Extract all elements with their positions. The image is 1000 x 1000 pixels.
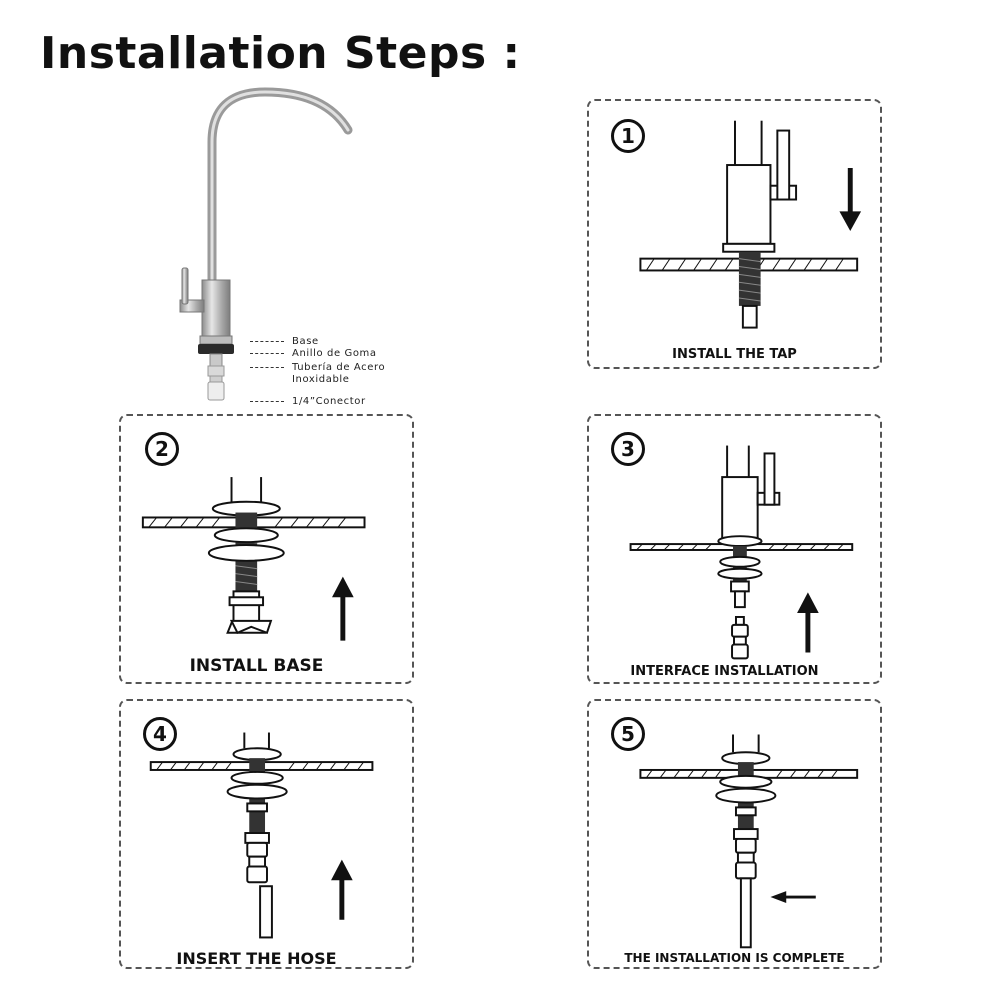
part-label-rubber-ring: Anillo de Goma bbox=[250, 348, 377, 359]
step-2-panel: 2 INSTALL BASE bbox=[119, 414, 414, 684]
step-1-caption: INSTALL THE TAP bbox=[672, 347, 797, 362]
step-1-drawing bbox=[639, 120, 862, 329]
leader-line bbox=[250, 340, 284, 342]
step-3-drawing bbox=[629, 445, 854, 660]
faucet-product-illustration bbox=[150, 82, 390, 412]
step-5-panel: 5 THE INSTALLATION IS COMPLETE bbox=[587, 699, 882, 969]
step-3-caption: INTERFACE INSTALLATION bbox=[630, 664, 819, 679]
part-label-base: Base bbox=[250, 336, 319, 347]
part-label-text: 1/4”Conector bbox=[292, 396, 366, 407]
part-label-steel-pipe: Tubería de Acero bbox=[250, 362, 385, 373]
page-title: Installation Steps : bbox=[40, 28, 521, 79]
step-2-drawing bbox=[141, 477, 366, 641]
part-label-text: Inoxidable bbox=[292, 374, 350, 385]
step-5-drawing bbox=[639, 734, 859, 949]
faucet-drawing bbox=[179, 87, 353, 401]
step-1-number-badge: 1 bbox=[611, 119, 645, 153]
step-3-panel: 3 INTERFACE INSTALLATION bbox=[587, 414, 882, 684]
step-1-panel: 1 INSTALL THE TAP bbox=[587, 99, 882, 369]
leader-line bbox=[250, 366, 284, 368]
step-4-caption: INSERT THE HOSE bbox=[176, 949, 337, 968]
step-4-drawing bbox=[149, 732, 374, 939]
step-2-number-badge: 2 bbox=[145, 432, 179, 466]
part-label-connector: 1/4”Conector bbox=[250, 396, 366, 407]
step-5-caption: THE INSTALLATION IS COMPLETE bbox=[624, 951, 845, 965]
step-5-number-badge: 5 bbox=[611, 717, 645, 751]
leader-line bbox=[250, 400, 284, 402]
step-4-number-badge: 4 bbox=[143, 717, 177, 751]
part-label-text: Base bbox=[292, 336, 319, 347]
part-label-text: Anillo de Goma bbox=[292, 348, 377, 359]
part-label-inoxidable: Inoxidable bbox=[292, 374, 350, 385]
step-4-panel: 4 INSERT THE HOSE bbox=[119, 699, 414, 969]
part-label-text: Tubería de Acero bbox=[292, 362, 386, 373]
leader-line bbox=[250, 352, 284, 354]
step-3-number-badge: 3 bbox=[611, 432, 645, 466]
step-2-caption: INSTALL BASE bbox=[189, 656, 324, 676]
